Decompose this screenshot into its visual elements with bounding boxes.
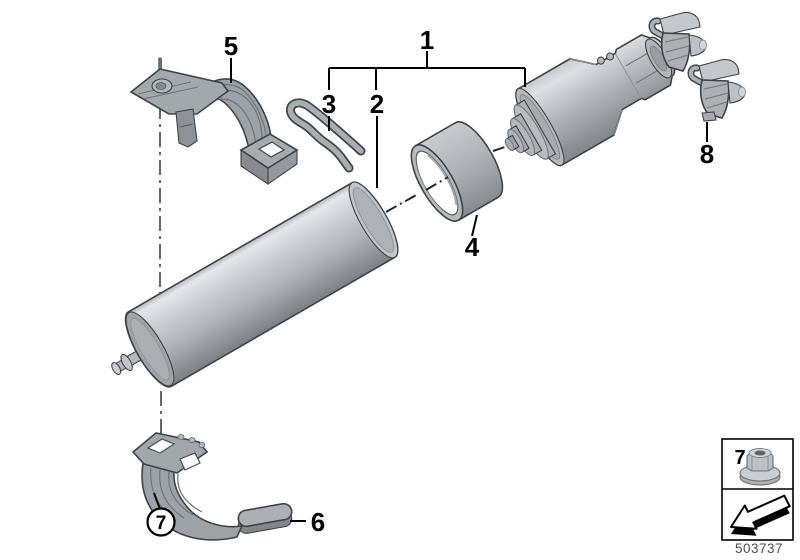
- clip-ridges: [664, 36, 690, 62]
- callout-7-line: [153, 492, 161, 510]
- filter-nipple-ridge: [120, 353, 133, 372]
- tab-notch: [179, 123, 194, 128]
- clip-cone-tip: [699, 39, 707, 51]
- plate-boss-hole: [155, 82, 167, 90]
- direction-arrow-icon: [730, 494, 791, 536]
- legend-cell-direction: [730, 494, 791, 536]
- retaining-spring-clip: [285, 98, 366, 173]
- upper-mounting-bracket: [129, 57, 299, 186]
- clip-cone-tip: [738, 86, 746, 98]
- strap-rib: [177, 473, 203, 513]
- regulator-tip-face: [504, 138, 515, 151]
- legend-box: 7: [721, 438, 794, 541]
- strap-rib: [159, 469, 185, 519]
- strap-rib: [206, 98, 257, 150]
- fuel-filter: [111, 181, 399, 388]
- explosion-axis-segment: [492, 146, 506, 152]
- legend-part-number: 7: [734, 447, 745, 469]
- plate-nub: [198, 442, 206, 448]
- bracket-tab: [175, 108, 198, 148]
- callout-7[interactable]: 7: [156, 513, 167, 534]
- clip-ridges: [703, 83, 729, 109]
- explosion-axis-segment: [425, 176, 449, 191]
- neck-nub: [605, 52, 615, 61]
- regulator-taper-lines: [569, 53, 642, 136]
- plate-nub: [188, 437, 196, 443]
- foot-top: [237, 502, 293, 528]
- callout-4[interactable]: 4: [465, 232, 480, 262]
- clip-wire: [287, 100, 364, 171]
- rubber-mounting-sleeve: [410, 121, 504, 222]
- filter-end-cap-right-inner: [352, 187, 395, 253]
- legend-cell-fastener[interactable]: 7: [734, 447, 781, 486]
- callout-4-line: [471, 214, 478, 237]
- clip-hook: [688, 65, 704, 85]
- locking-clip-lower: [687, 58, 746, 122]
- locking-clip-upper: [648, 11, 707, 72]
- callout-2[interactable]: 2: [370, 89, 384, 119]
- foot-slot: [257, 141, 286, 158]
- filter-end-cap-left-inner: [130, 317, 170, 381]
- plate-nub: [177, 434, 185, 440]
- callout-6[interactable]: 6: [311, 507, 325, 537]
- callout-5[interactable]: 5: [224, 31, 238, 61]
- strap-rib: [168, 471, 194, 516]
- clip-bottom-tab: [701, 111, 717, 122]
- flange-nut-icon: [739, 448, 781, 486]
- sleeve-body: [414, 121, 504, 222]
- filter-nipple-cap: [111, 362, 122, 375]
- diagram-number: 503737: [735, 541, 783, 556]
- callout-1-bracket-line: [328, 51, 526, 90]
- clip-top-flange: [698, 58, 740, 83]
- plate-hole-right: [179, 452, 201, 471]
- callout-1[interactable]: 1: [420, 25, 434, 55]
- callout-3[interactable]: 3: [322, 89, 336, 119]
- plate-hole-left: [146, 438, 176, 454]
- callout-7-circle: [146, 507, 176, 537]
- callout-7-circled[interactable]: 7: [146, 507, 176, 537]
- neck-nub: [596, 56, 605, 65]
- explosion-axis-segment: [385, 193, 419, 213]
- clip-top-flange: [659, 11, 701, 36]
- callout-lines: [153, 51, 708, 522]
- clip-hook: [649, 18, 665, 38]
- pressure-regulator: [504, 34, 676, 167]
- callout-8[interactable]: 8: [700, 139, 714, 169]
